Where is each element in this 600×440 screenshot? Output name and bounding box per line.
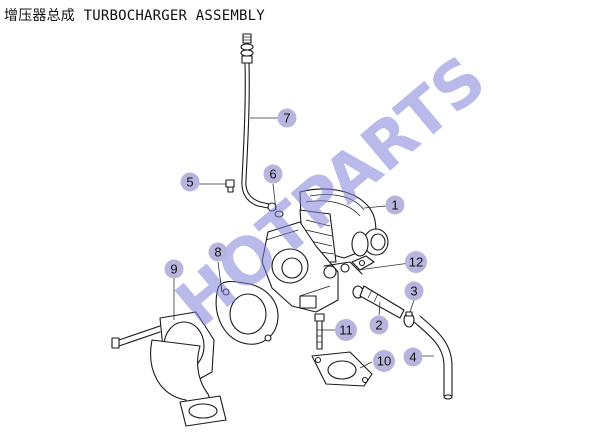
- callout-12: 12: [405, 251, 427, 273]
- callout-bubble: [335, 319, 357, 341]
- callout-5: 5: [180, 172, 200, 192]
- callout-bubble: [180, 172, 200, 192]
- callout-number: 11: [339, 323, 353, 338]
- callout-1: 1: [385, 195, 405, 215]
- callout-9: 9: [164, 259, 184, 279]
- callout-2: 2: [369, 315, 389, 335]
- callout-8: 8: [208, 242, 228, 262]
- part-stud-11: [314, 313, 325, 350]
- callout-6: 6: [263, 164, 283, 184]
- callout-bubble: [405, 251, 427, 273]
- part-oil-feed-line: [240, 33, 277, 212]
- callout-number: 4: [409, 350, 416, 365]
- callout-number: 6: [269, 167, 276, 182]
- callout-3: 3: [404, 281, 424, 301]
- callout-bubble: [277, 108, 297, 128]
- part-gasket-10: [311, 351, 373, 387]
- callout-number: 12: [409, 255, 423, 270]
- part-oil-return-tube: [352, 285, 405, 319]
- callout-bubble: [404, 281, 424, 301]
- part-oil-return-hose: [413, 315, 453, 400]
- callout-11: 11: [335, 319, 357, 341]
- page-title: 增压器总成 TURBOCHARGER ASSEMBLY: [4, 8, 265, 24]
- part-turbocharger: [261, 188, 389, 313]
- callout-bubble: [164, 259, 184, 279]
- callout-4: 4: [403, 347, 423, 367]
- callout-number: 3: [410, 284, 417, 299]
- callout-bubble: [403, 347, 423, 367]
- part-exhaust-elbow: [111, 311, 227, 427]
- part-bolt-5: [225, 179, 235, 193]
- part-gasket-8: [215, 280, 279, 345]
- callout-number: 9: [170, 262, 177, 277]
- part-gasket-12: [351, 255, 375, 271]
- callout-bubble: [208, 242, 228, 262]
- callout-number: 2: [375, 318, 382, 333]
- callout-bubble: [373, 350, 395, 372]
- callout-7: 7: [277, 108, 297, 128]
- part-washer-6: [274, 210, 284, 218]
- callout-10: 10: [373, 350, 395, 372]
- part-clamp-3: [403, 311, 415, 328]
- callout-number: 7: [283, 111, 290, 126]
- callout-number: 1: [391, 198, 398, 213]
- callout-number: 10: [377, 354, 391, 369]
- callout-bubble: [263, 164, 283, 184]
- callout-bubble: [385, 195, 405, 215]
- callout-number: 5: [186, 175, 193, 190]
- callout-number: 8: [214, 245, 221, 260]
- callout-bubble: [369, 315, 389, 335]
